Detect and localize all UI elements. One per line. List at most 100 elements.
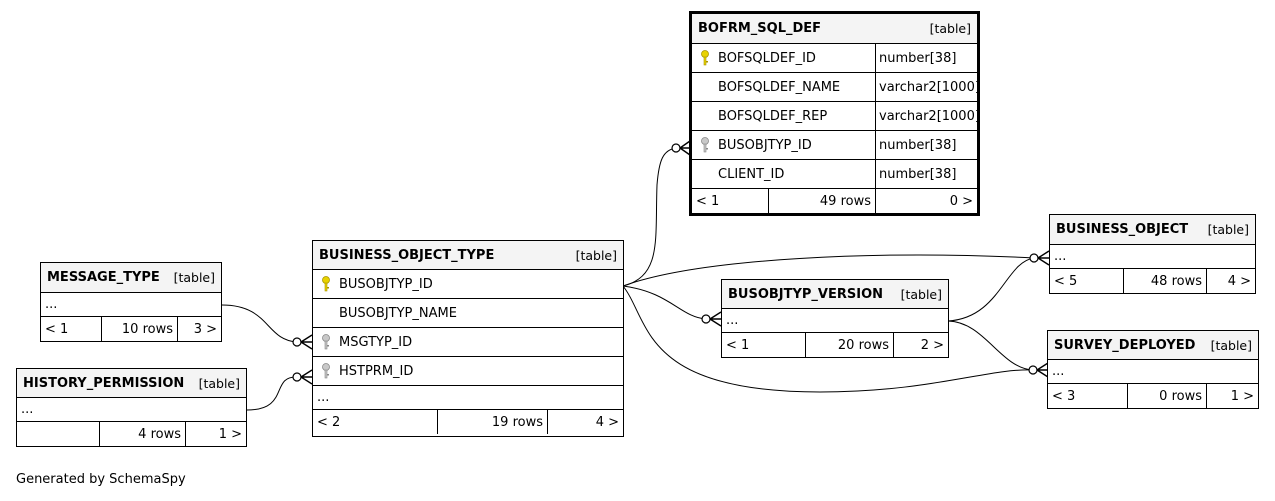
column-name: CLIENT_ID: [718, 166, 785, 182]
primary-key-icon: [701, 50, 709, 66]
table-footer: 4 rows 1 >: [17, 422, 246, 446]
column-row[interactable]: BUSOBJTYP_NAME: [313, 299, 623, 328]
edge-message-type-to-business-object-type: [221, 304, 298, 343]
column-row[interactable]: HSTPRM_ID: [313, 357, 623, 386]
table-footer: < 1 49 rows 0 >: [692, 189, 977, 213]
parents-link[interactable]: < 1: [45, 321, 69, 337]
children-link[interactable]: 4 >: [547, 410, 623, 434]
table-kind: [table]: [1210, 337, 1252, 353]
more-columns: ...: [1054, 249, 1067, 264]
column-row-more[interactable]: ...: [722, 309, 948, 333]
edge-business-object-type-to-survey-deployed: [622, 285, 1034, 393]
primary-key-icon: [322, 276, 330, 292]
more-columns: ...: [726, 313, 739, 328]
edge-history-permission-to-business-object-type: [246, 376, 298, 411]
optional-marker: [292, 372, 302, 382]
optional-marker: [1029, 253, 1039, 263]
optional-marker: [701, 314, 711, 324]
children-link[interactable]: 1 >: [1206, 384, 1258, 408]
table-footer: < 1 10 rows 3 >: [41, 317, 221, 341]
table-header: SURVEY_DEPLOYED [table]: [1048, 331, 1258, 360]
more-columns: ...: [45, 297, 58, 312]
column-name: BOFSQLDEF_REP: [718, 108, 828, 124]
column-type: number[38]: [875, 131, 977, 159]
column-row-more[interactable]: ...: [313, 386, 623, 410]
table-name: BUSOBJTYP_VERSION: [728, 286, 884, 302]
column-name: BOFSQLDEF_ID: [718, 50, 816, 66]
column-row-more[interactable]: ...: [1048, 360, 1258, 384]
table-kind: [table]: [198, 375, 240, 391]
column-row[interactable]: BOFSQLDEF_NAME varchar2[1000]: [692, 73, 977, 102]
column-row[interactable]: CLIENT_ID number[38]: [692, 160, 977, 189]
parents-link[interactable]: [17, 422, 99, 446]
foreign-key-icon: [322, 363, 330, 379]
column-type: varchar2[1000]: [875, 102, 977, 130]
column-name: BOFSQLDEF_NAME: [718, 79, 841, 95]
table-header: BOFRM_SQL_DEF [table]: [692, 14, 977, 44]
table-name: HISTORY_PERMISSION: [23, 375, 185, 391]
column-name: BUSOBJTYP_ID: [718, 137, 812, 153]
table-business-object[interactable]: BUSINESS_OBJECT [table] ... < 5 48 rows …: [1049, 214, 1256, 294]
table-history-permission[interactable]: HISTORY_PERMISSION [table] ... 4 rows 1 …: [16, 368, 247, 447]
crowfoot-markers: [300, 140, 1050, 385]
crowfoot-marker: [1037, 250, 1050, 266]
column-type: number[38]: [875, 160, 977, 188]
column-row-more[interactable]: ...: [41, 293, 221, 317]
table-name: SURVEY_DEPLOYED: [1054, 337, 1196, 353]
table-header: HISTORY_PERMISSION [table]: [17, 369, 246, 398]
table-name: BUSINESS_OBJECT_TYPE: [319, 247, 495, 263]
table-kind: [table]: [575, 247, 617, 263]
table-kind: [table]: [173, 270, 215, 285]
children-link[interactable]: 2 >: [893, 333, 948, 357]
table-kind: [table]: [929, 21, 971, 36]
column-row-more[interactable]: ...: [17, 398, 246, 422]
generated-by-credit[interactable]: Generated by SchemaSpy: [16, 472, 186, 487]
column-row-more[interactable]: ...: [1050, 245, 1255, 269]
table-name: BUSINESS_OBJECT: [1056, 222, 1189, 237]
optional-marker: [1028, 365, 1038, 375]
parents-link[interactable]: < 1: [726, 337, 750, 353]
table-header: BUSINESS_OBJECT_TYPE [table]: [313, 241, 623, 270]
column-type: varchar2[1000]: [875, 73, 977, 101]
edge-busobjtyp-version-to-business-object: [947, 257, 1035, 322]
row-count: 20 rows: [805, 333, 893, 357]
column-row[interactable]: BUSOBJTYP_ID number[38]: [692, 131, 977, 160]
parents-link[interactable]: < 3: [1052, 388, 1076, 404]
row-count: 48 rows: [1123, 269, 1206, 293]
table-name: MESSAGE_TYPE: [47, 270, 160, 285]
column-row[interactable]: BOFSQLDEF_REP varchar2[1000]: [692, 102, 977, 131]
optional-marker: [292, 337, 302, 347]
parents-link[interactable]: < 2: [317, 414, 341, 430]
table-business-object-type[interactable]: BUSINESS_OBJECT_TYPE [table] BUSOBJTYP_I…: [312, 240, 624, 437]
table-busobjtyp-version[interactable]: BUSOBJTYP_VERSION [table] ... < 1 20 row…: [721, 279, 949, 358]
crowfoot-marker: [679, 140, 691, 156]
more-columns: ...: [21, 402, 34, 417]
children-link[interactable]: 0 >: [875, 189, 977, 213]
parents-link[interactable]: < 1: [696, 193, 720, 209]
children-link[interactable]: 4 >: [1206, 269, 1255, 293]
edge-business-object-type-to-bofrm-sql-def: [622, 147, 677, 287]
edge-business-object-type-to-business-object: [622, 254, 1035, 287]
more-columns: ...: [317, 390, 330, 405]
column-row[interactable]: MSGTYP_ID: [313, 328, 623, 357]
column-row[interactable]: BUSOBJTYP_ID: [313, 270, 623, 299]
table-bofrm-sql-def[interactable]: BOFRM_SQL_DEF [table] BOFSQLDEF_ID numbe…: [689, 11, 980, 216]
table-footer: < 2 19 rows 4 >: [313, 410, 623, 434]
column-name: HSTPRM_ID: [339, 363, 414, 379]
table-message-type[interactable]: MESSAGE_TYPE [table] ... < 1 10 rows 3 >: [40, 262, 222, 342]
row-count: 49 rows: [768, 189, 875, 213]
foreign-key-icon: [322, 334, 330, 350]
crowfoot-marker: [300, 334, 313, 350]
column-name: BUSOBJTYP_NAME: [339, 305, 457, 321]
table-header: BUSOBJTYP_VERSION [table]: [722, 280, 948, 309]
children-link[interactable]: 1 >: [185, 422, 246, 446]
column-row[interactable]: BOFSQLDEF_ID number[38]: [692, 44, 977, 73]
table-header: BUSINESS_OBJECT [table]: [1050, 215, 1255, 245]
table-footer: < 1 20 rows 2 >: [722, 333, 948, 357]
children-link[interactable]: 3 >: [177, 317, 221, 341]
column-type: number[38]: [875, 44, 977, 72]
table-survey-deployed[interactable]: SURVEY_DEPLOYED [table] ... < 3 0 rows 1…: [1047, 330, 1259, 409]
parents-link[interactable]: < 5: [1054, 273, 1078, 289]
crowfoot-marker: [300, 369, 313, 385]
